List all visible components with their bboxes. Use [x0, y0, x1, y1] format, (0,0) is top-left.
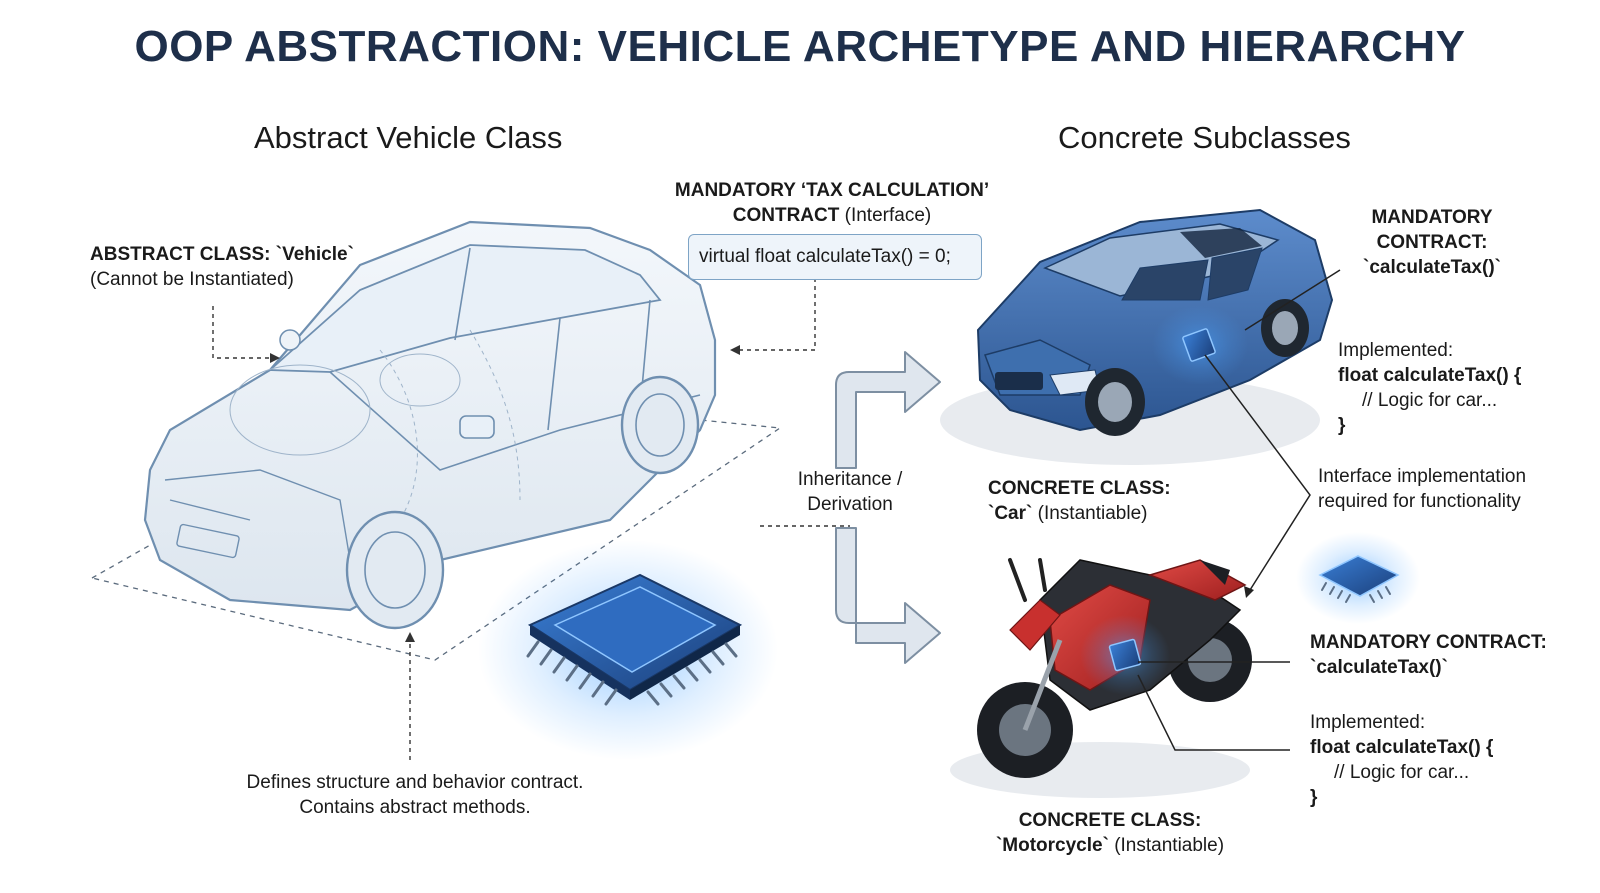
motorcycle-impl-body: // Logic for car...	[1334, 762, 1470, 783]
interface-line2-bold: CONTRACT	[732, 205, 840, 226]
motorcycle-class-note: (Instantiable)	[1108, 835, 1225, 856]
car-contract-line1: MANDATORY	[1371, 207, 1493, 228]
interface-note-line2: required for functionality	[1318, 491, 1521, 512]
motorcycle-contract-line1: MANDATORY CONTRACT:	[1310, 632, 1547, 653]
inheritance-arrows	[835, 351, 941, 664]
motorcycle-contract-line2: `calculateTax()`	[1310, 657, 1448, 678]
abstract-description-line2: Contains abstract methods.	[299, 797, 531, 818]
motorcycle-illustration	[950, 558, 1252, 798]
connector-arrowheads	[1244, 586, 1254, 598]
motorcycle-impl-signature: float calculateTax() {	[1310, 737, 1494, 758]
car-impl-label: Implemented:	[1338, 340, 1454, 361]
car-implementation: Implemented: float calculateTax() { // L…	[1338, 338, 1521, 438]
interface-code-box: virtual float calculateTax() = 0;	[688, 234, 982, 280]
interface-line1: MANDATORY ‘TAX CALCULATION’	[674, 180, 990, 201]
interface-note-line1: Interface implementation	[1318, 466, 1527, 487]
car-contract-line3: `calculateTax()`	[1363, 257, 1501, 278]
car-class-name: `Car`	[988, 503, 1033, 524]
abstract-description: Defines structure and behavior contract.…	[200, 770, 630, 820]
leader-arrowheads	[270, 345, 740, 642]
interface-line2-rest: (Interface)	[839, 205, 932, 226]
car-contract-label: MANDATORY CONTRACT: `calculateTax()`	[1352, 205, 1512, 280]
car-illustration	[940, 208, 1334, 465]
abstract-leader-lines	[212, 278, 850, 760]
diagram-title: OOP ABSTRACTION: VEHICLE ARCHETYPE AND H…	[134, 22, 1466, 71]
car-impl-signature: float calculateTax() {	[1338, 365, 1522, 386]
motorcycle-class-label: CONCRETE CLASS: `Motorcycle` (Instantiab…	[980, 808, 1240, 858]
abstract-chip-icon	[478, 540, 778, 760]
car-impl-body: // Logic for car...	[1362, 390, 1498, 411]
inheritance-line1: Inheritance /	[797, 469, 903, 490]
right-section-heading: Concrete Subclasses	[1058, 120, 1351, 155]
car-contract-line2: CONTRACT:	[1376, 232, 1488, 253]
inheritance-line2: Derivation	[807, 494, 893, 515]
motorcycle-implementation: Implemented: float calculateTax() { // L…	[1310, 710, 1493, 810]
abstract-class-name: ABSTRACT CLASS: `Vehicle`	[90, 244, 354, 265]
contract-leader-lines	[1137, 269, 1341, 751]
abstract-class-label: ABSTRACT CLASS: `Vehicle` (Cannot be Ins…	[90, 242, 354, 292]
left-section-heading: Abstract Vehicle Class	[254, 120, 563, 155]
car-impl-close: }	[1338, 415, 1346, 436]
interface-note: Interface implementation required for fu…	[1318, 464, 1526, 514]
car-class-label: CONCRETE CLASS: `Car` (Instantiable)	[988, 476, 1171, 526]
car-class-note: (Instantiable)	[1032, 503, 1148, 524]
abstract-class-note: (Cannot be Instantiated)	[90, 269, 294, 290]
motorcycle-impl-close: }	[1310, 787, 1318, 808]
motorcycle-class-line1: CONCRETE CLASS:	[1018, 810, 1202, 831]
motorcycle-class-name: `Motorcycle`	[995, 835, 1109, 856]
motorcycle-impl-label: Implemented:	[1310, 712, 1426, 733]
motorcycle-contract-label: MANDATORY CONTRACT: `calculateTax()`	[1310, 630, 1547, 680]
abstract-description-line1: Defines structure and behavior contract.	[246, 772, 584, 793]
abstract-vehicle-wireframe	[90, 220, 782, 661]
inheritance-label: Inheritance / Derivation	[770, 467, 930, 517]
small-chip-icon	[1296, 532, 1420, 624]
car-class-line1: CONCRETE CLASS:	[988, 478, 1171, 499]
interface-contract-label: MANDATORY ‘TAX CALCULATION’ CONTRACT (In…	[662, 178, 1002, 228]
